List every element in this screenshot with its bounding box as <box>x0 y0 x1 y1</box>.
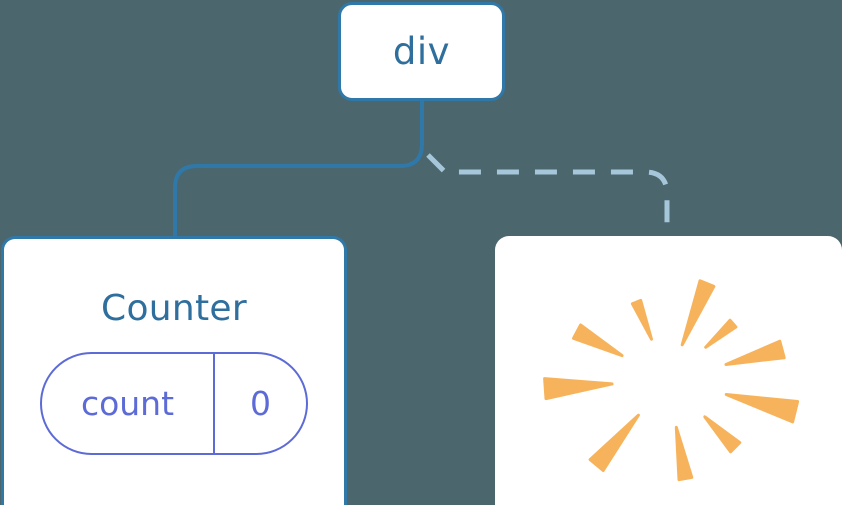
edge-div-to-counter <box>173 99 424 238</box>
burst-ray-5 <box>674 425 694 482</box>
burst-rays <box>543 279 800 482</box>
burst-ray-0 <box>680 279 716 347</box>
burst-ray-4 <box>703 415 742 454</box>
sparkle-burst-icon <box>543 279 800 482</box>
node-burst[interactable] <box>495 236 842 505</box>
edge-div-to-burst <box>426 153 670 236</box>
burst-ray-8 <box>572 323 624 358</box>
burst-ray-2 <box>724 339 786 366</box>
burst-ray-1 <box>704 318 738 349</box>
node-div[interactable]: div <box>338 2 505 101</box>
burst-ray-7 <box>543 377 614 401</box>
node-counter-title: Counter <box>101 288 247 329</box>
burst-ray-6 <box>588 413 640 472</box>
prop-pill-key: count <box>42 354 215 453</box>
prop-pill-count[interactable]: count 0 <box>40 352 308 455</box>
burst-ray-3 <box>724 393 800 424</box>
node-counter[interactable]: Counter count 0 <box>1 236 347 505</box>
prop-pill-value: 0 <box>250 384 271 423</box>
burst-ray-9 <box>630 298 653 341</box>
node-div-title: div <box>392 30 451 73</box>
